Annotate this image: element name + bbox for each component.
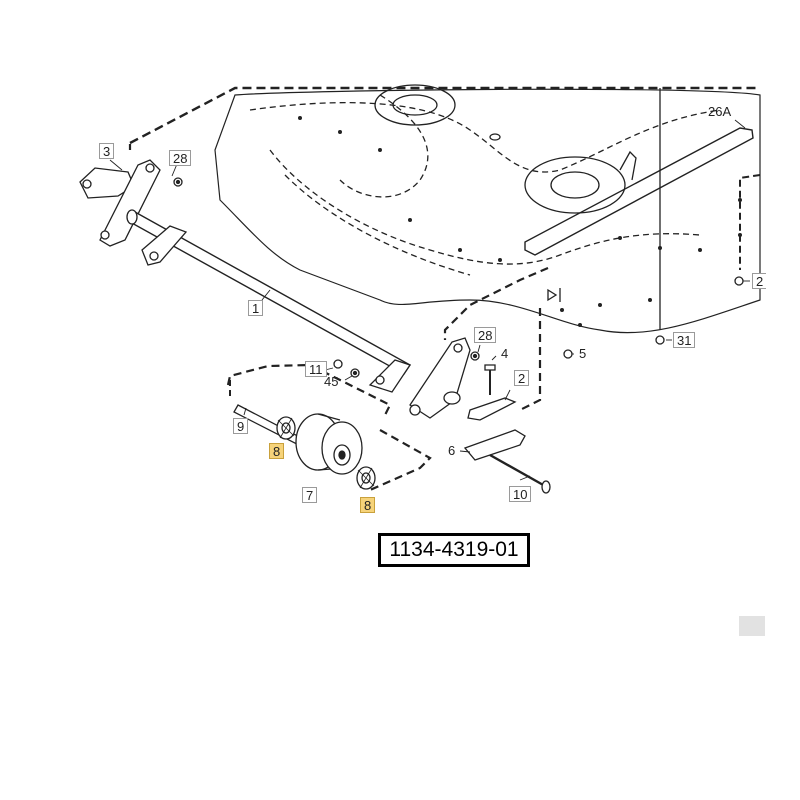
callout-8-highlighted[interactable]: 8 bbox=[269, 443, 285, 459]
callout-5[interactable]: 5 bbox=[579, 346, 587, 361]
callout-9[interactable]: 9 bbox=[233, 418, 249, 434]
callout-11[interactable]: 11 bbox=[305, 361, 327, 377]
callout-10[interactable]: 10 bbox=[509, 486, 532, 502]
callout-6[interactable]: 6 bbox=[448, 443, 456, 458]
scroll-control-button[interactable] bbox=[739, 616, 765, 636]
deck-outline bbox=[129, 86, 760, 145]
callout-28[interactable]: 28 bbox=[169, 150, 192, 166]
callout-31[interactable]: 31 bbox=[673, 332, 696, 348]
callout-2[interactable]: 2 bbox=[514, 370, 530, 386]
callout-4[interactable]: 4 bbox=[501, 346, 509, 361]
deck-body bbox=[214, 88, 761, 334]
nut-8a bbox=[276, 416, 296, 440]
callout-7[interactable]: 7 bbox=[302, 487, 318, 503]
callout-2-edge[interactable]: 2 bbox=[752, 273, 767, 289]
callout-45[interactable]: 45 bbox=[324, 374, 339, 389]
callout-26a[interactable]: 26A bbox=[708, 104, 732, 119]
bolt-10 bbox=[489, 453, 546, 488]
nut-8b bbox=[356, 466, 376, 490]
bracket-2 bbox=[467, 397, 517, 421]
left-arm bbox=[99, 159, 161, 247]
callout-1[interactable]: 1 bbox=[248, 300, 264, 316]
callout-28[interactable]: 28 bbox=[474, 327, 497, 343]
rod-26a bbox=[524, 127, 754, 256]
roller-7 bbox=[295, 413, 363, 475]
callout-3[interactable]: 3 bbox=[99, 143, 115, 159]
part-number-label: 1134-4319-01 bbox=[378, 533, 530, 567]
bracket-6 bbox=[463, 429, 526, 461]
callout-8-highlighted[interactable]: 8 bbox=[360, 497, 376, 513]
